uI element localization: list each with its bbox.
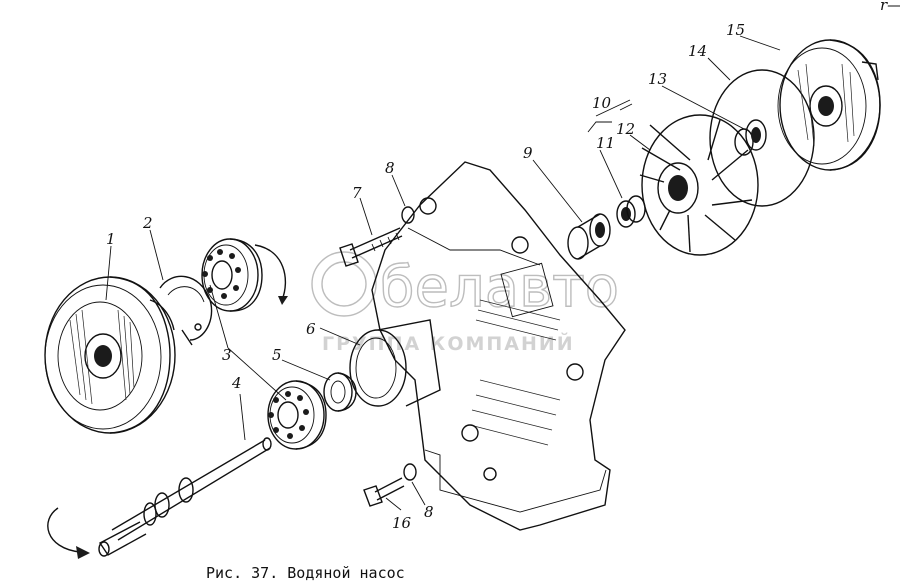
part-16-bolt [363,477,405,507]
part-3-bearing-upper [201,238,263,312]
callout-4: 4 [231,374,242,392]
rotation-arrow-shaft [47,507,90,559]
part-3-bearing-lower [267,380,327,450]
callout-9: 9 [523,144,533,162]
callout-10: 10 [592,94,612,112]
callout-8-upper: 8 [385,159,395,177]
part-8-washer-upper [401,206,415,224]
part-15-pulley [777,39,881,171]
callout-10-bracket [587,103,633,133]
part-14-o-ring [709,69,815,207]
figure-caption: Рис. 37. Водяной насос [206,564,405,582]
callout-1: 1 [106,230,116,248]
pump-housing [349,161,626,531]
part-1-pulley [44,276,176,434]
callout-14: 14 [688,42,707,60]
callout-3: 3 [222,346,232,364]
callout-13: 13 [648,70,667,88]
callout-11: 11 [596,134,615,152]
part-8-washer-lower [403,463,417,481]
part-11-bushing [616,195,646,228]
watermark: белавто ГРУППА КОМПАНИЙ [311,251,620,355]
callout-6: 6 [306,320,316,338]
part-4-shaft [98,437,272,557]
watermark-brand: белавто [380,255,619,320]
callout-5: 5 [272,346,282,364]
callout-15: 15 [726,21,745,39]
callout-16: 16 [392,514,412,532]
leader-lines [105,35,781,511]
part-9-spacer [567,213,611,260]
callout-8-lower: 8 [424,503,434,521]
corner-mark: r— [880,0,900,14]
part-13-seal-assembly [734,119,767,156]
callout-labels: 1 2 3 4 5 6 7 8 9 10 11 12 13 14 15 16 8 [106,21,745,532]
callout-12: 12 [616,120,635,138]
callout-2: 2 [142,214,153,232]
watermark-subtitle: ГРУППА КОМПАНИЙ [322,332,575,355]
rotation-arrow-bearing [254,244,288,305]
callout-7: 7 [352,184,362,202]
part-7-bolt [339,227,403,267]
part-12-impeller [639,114,759,256]
